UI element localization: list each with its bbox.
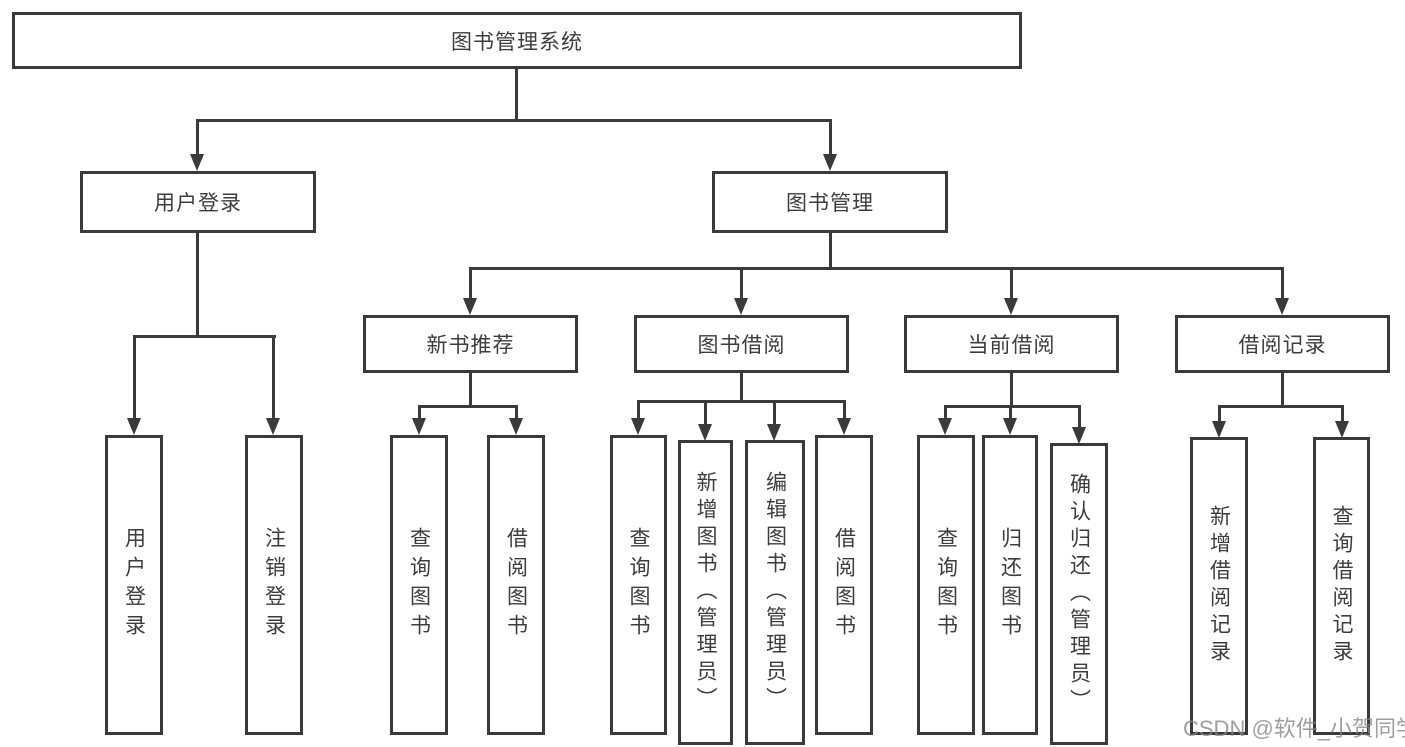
arrow-down-icon	[127, 418, 141, 435]
leaf-borrowmod-query-label: 查询图书	[627, 527, 650, 643]
leaf-newbook-borrow-label: 借阅图书	[504, 527, 528, 643]
connector-leaf-drop	[1341, 405, 1344, 422]
leaf-newbook-borrow: 借阅图书	[487, 435, 545, 735]
node-book-management-label: 图书管理	[786, 192, 874, 215]
leaf-borrowmod-query: 查询图书	[610, 435, 667, 735]
connector-borrowrecord-stub	[1281, 373, 1284, 408]
arrow-down-icon	[266, 418, 280, 435]
connector-l3-drop	[740, 267, 743, 300]
connector-root-stub	[515, 68, 518, 121]
leaf-borrowmod-add-admin: 新增图书（管理员）	[678, 440, 733, 745]
connector-l3-drop	[1281, 267, 1284, 300]
connector-leaf-drop	[133, 335, 136, 420]
connector-l3-drop	[1010, 267, 1013, 300]
arrow-down-icon	[1335, 421, 1349, 438]
node-book-management: 图书管理	[712, 171, 948, 233]
connector-leaf-drop	[773, 400, 776, 425]
connector-user-login-drop	[196, 119, 199, 156]
leaf-current-query-label: 查询图书	[934, 527, 958, 643]
leaf-current-return: 归还图书	[982, 435, 1038, 735]
connector-leaf-drop	[1078, 405, 1081, 428]
leaf-record-query: 查询借阅记录	[1313, 437, 1370, 735]
leaf-newbook-query: 查询图书	[390, 435, 448, 735]
connector-bookmgmt-hline	[469, 267, 1284, 270]
connector-newbook-stub	[469, 373, 472, 408]
node-current-borrow-label: 当前借阅	[967, 334, 1056, 357]
leaf-current-confirm-admin-label: 确认归还（管理员）	[1067, 472, 1091, 716]
node-borrow-record: 借阅记录	[1175, 315, 1390, 373]
node-new-book-recommend-label: 新书推荐	[426, 334, 515, 357]
arrow-down-icon	[698, 424, 712, 441]
arrow-down-icon	[190, 154, 204, 171]
connector-leaf-drop	[418, 405, 421, 420]
connector-l3-drop	[469, 267, 472, 300]
leaf-current-return-label: 归还图书	[998, 527, 1022, 643]
connector-leaf-drop	[704, 400, 707, 425]
node-current-borrow: 当前借阅	[904, 315, 1119, 373]
connector-root-hline	[196, 119, 832, 122]
node-user-login-label: 用户登录	[154, 192, 242, 215]
node-book-borrow-label: 图书借阅	[697, 334, 786, 357]
connector-userlogin-stub	[196, 233, 199, 338]
connector-currentborrow-stub	[1010, 373, 1013, 408]
connector-bookborrow-stub	[740, 373, 743, 403]
arrow-down-icon	[412, 418, 426, 435]
leaf-borrowmod-add-admin-label: 新增图书（管理员）	[694, 471, 717, 714]
connector-leaf-drop	[1218, 405, 1221, 422]
connector-bookmgmt-stub	[829, 233, 832, 270]
node-book-borrow: 图书借阅	[634, 315, 849, 373]
connector-leaf-drop	[1009, 405, 1012, 420]
arrow-down-icon	[767, 424, 781, 441]
arrow-down-icon	[1003, 418, 1017, 435]
leaf-user-login: 用户登录	[105, 435, 163, 735]
node-root: 图书管理系统	[12, 12, 1022, 69]
leaf-current-confirm-admin: 确认归还（管理员）	[1050, 443, 1108, 745]
arrow-down-icon	[938, 418, 952, 435]
connector-bookborrow-hline	[637, 400, 846, 403]
connector-userlogin-hline	[133, 335, 276, 338]
node-new-book-recommend: 新书推荐	[363, 315, 578, 373]
connector-leaf-drop	[843, 400, 846, 420]
connector-leaf-drop	[515, 405, 518, 420]
arrow-down-icon	[823, 154, 837, 171]
leaf-record-query-label: 查询借阅记录	[1330, 505, 1353, 667]
connector-leaf-drop	[944, 405, 947, 420]
node-user-login: 用户登录	[80, 171, 316, 233]
connector-leaf-drop	[272, 335, 275, 420]
leaf-user-login-label: 用户登录	[122, 527, 146, 643]
arrow-down-icon	[1004, 298, 1018, 315]
leaf-record-add: 新增借阅记录	[1190, 437, 1248, 735]
node-borrow-record-label: 借阅记录	[1238, 334, 1327, 357]
arrow-down-icon	[509, 418, 523, 435]
arrow-down-icon	[1275, 298, 1289, 315]
arrow-down-icon	[1212, 421, 1226, 438]
arrow-down-icon	[837, 418, 851, 435]
leaf-borrowmod-edit-admin: 编辑图书（管理员）	[745, 440, 805, 745]
connector-leaf-drop	[637, 400, 640, 420]
leaf-logout-login: 注销登录	[245, 435, 303, 735]
csdn-watermark: CSDN @软件_小贺同学	[1183, 716, 1405, 741]
connector-currentborrow-hline	[944, 405, 1081, 408]
arrow-down-icon	[631, 418, 645, 435]
connector-book-mgmt-drop	[829, 119, 832, 156]
leaf-newbook-query-label: 查询图书	[407, 527, 431, 643]
connector-borrowrecord-hline	[1218, 405, 1344, 408]
leaf-record-add-label: 新增借阅记录	[1207, 505, 1231, 667]
leaf-borrowmod-edit-admin-label: 编辑图书（管理员）	[763, 471, 787, 714]
leaf-logout-login-label: 注销登录	[262, 527, 286, 643]
arrow-down-icon	[734, 298, 748, 315]
arrow-down-icon	[463, 298, 477, 315]
leaf-borrowmod-borrow-label: 借阅图书	[832, 527, 856, 643]
leaf-borrowmod-borrow: 借阅图书	[815, 435, 873, 735]
node-root-label: 图书管理系统	[451, 30, 583, 54]
arrow-down-icon	[1072, 427, 1086, 444]
connector-newbook-hline	[418, 405, 518, 408]
leaf-current-query: 查询图书	[917, 435, 975, 735]
